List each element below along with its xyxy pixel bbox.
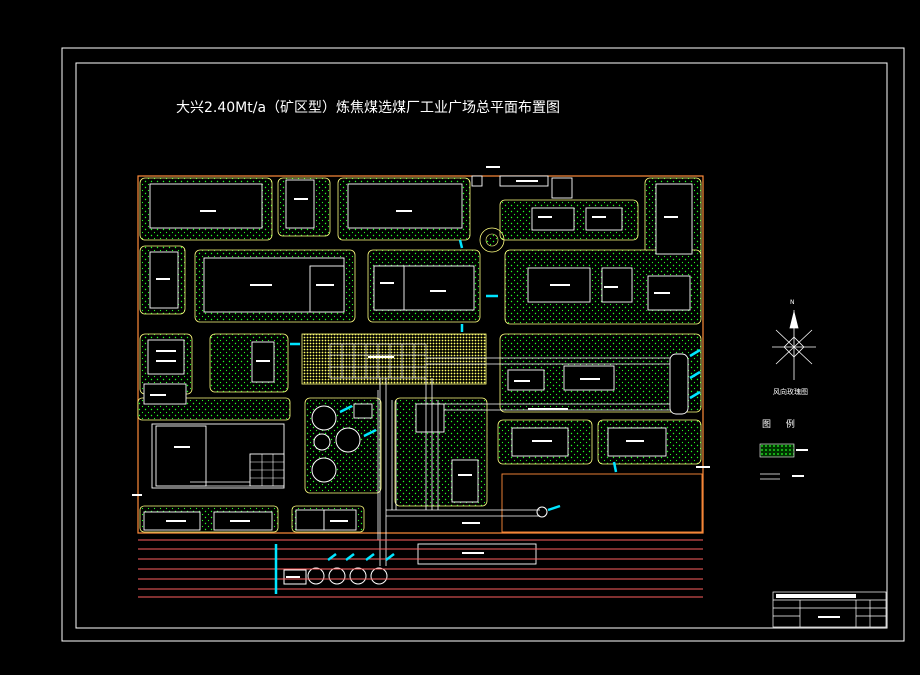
tank: [313, 433, 331, 451]
silo: [370, 567, 388, 585]
conveyors: [190, 357, 670, 566]
building: [655, 183, 693, 255]
building: [415, 403, 445, 433]
pump-station: [536, 506, 548, 518]
green-block: [209, 333, 289, 393]
coal-yard: [301, 333, 487, 385]
title-block-header: [776, 594, 856, 598]
building: [451, 459, 479, 503]
tank: [335, 427, 361, 453]
silo: [328, 567, 346, 585]
building: [149, 183, 263, 229]
building: [155, 425, 207, 487]
roundabout: [479, 227, 505, 253]
building: [285, 179, 315, 229]
legend-title: 图 例: [762, 420, 801, 430]
building: [147, 339, 185, 375]
rail-tracks: [138, 539, 703, 598]
water-markers: [274, 239, 701, 594]
silo: [307, 567, 325, 585]
building: [309, 265, 345, 313]
wind-rose: [772, 310, 816, 380]
legend-road-text: [792, 475, 804, 477]
legend-green-swatch: [759, 443, 795, 458]
label-bars: [132, 166, 710, 578]
building: [471, 175, 483, 187]
building: [373, 265, 405, 311]
tank: [311, 405, 337, 431]
building: [601, 267, 633, 303]
building: [347, 183, 463, 229]
tank: [311, 457, 337, 483]
building: [295, 509, 325, 531]
silo: [349, 567, 367, 585]
thickener-tanks: [311, 405, 361, 483]
building: [531, 207, 575, 231]
inner-frame: [75, 62, 888, 629]
building: [353, 403, 373, 419]
building: [585, 207, 623, 231]
roundabout-center: [485, 233, 499, 247]
building: [551, 177, 573, 199]
wind-rose-label: 风向玫瑰图: [773, 388, 808, 396]
coal-yard-grid: [329, 343, 427, 379]
site-boundary: [137, 175, 704, 534]
title-block-name: [818, 616, 840, 618]
building: [669, 353, 689, 415]
legend-green-text: [796, 449, 808, 451]
tank-grid: [250, 454, 284, 486]
north-mark: N: [790, 299, 795, 306]
drawing-title: 大兴2.40Mt/a（矿区型）炼焦煤选煤厂工业广场总平面布置图: [176, 100, 561, 116]
building: [501, 473, 703, 533]
title-block: [772, 591, 887, 628]
outer-frame: [61, 47, 905, 642]
